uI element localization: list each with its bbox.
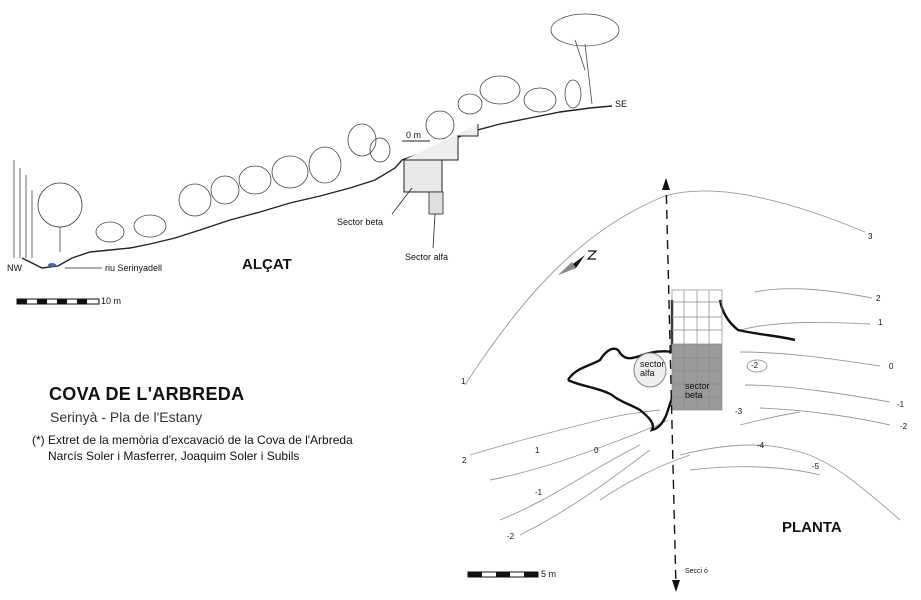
sector-alfa-leader <box>432 213 436 249</box>
plan-scale-label: 5 m <box>541 569 557 579</box>
sector-beta-label: Sector beta <box>337 217 384 227</box>
elevation-scale-bar <box>16 298 100 305</box>
contour-label: 1 <box>461 377 466 386</box>
plan-section <box>464 178 901 592</box>
north-arrow-icon <box>558 250 598 275</box>
contour-label: 2 <box>462 456 467 465</box>
section-arrow-bottom <box>672 580 680 592</box>
terrain-profile <box>21 105 613 269</box>
contour-label: 0 <box>594 446 599 455</box>
plan-title: PLANTA <box>782 519 842 536</box>
contour-label: 1 <box>878 318 883 327</box>
section-line <box>665 179 677 589</box>
contour-label: 3 <box>868 232 873 241</box>
contour-label: -2 <box>507 532 515 541</box>
credit-line-2: Narcís Soler i Masferrer, Joaquim Soler … <box>48 449 300 463</box>
section-arrow-top <box>662 178 670 190</box>
contour-label: -1 <box>535 488 543 497</box>
contour-label: -1 <box>897 400 905 409</box>
excavation-grid <box>671 289 723 411</box>
sector-beta-leader <box>391 187 413 215</box>
elevation-section <box>13 13 620 305</box>
sector-beta-block <box>403 159 443 193</box>
label-se: SE <box>615 99 628 109</box>
river-mark <box>48 263 56 267</box>
sector-alfa-label: Sector alfa <box>405 252 449 262</box>
vegetation <box>13 13 620 258</box>
contour-label: -5 <box>812 462 820 471</box>
contour-label: 1 <box>535 446 540 455</box>
contour-label: -3 <box>735 407 743 416</box>
plan-sector-beta-label: sector beta <box>685 381 710 401</box>
plan-sector-alfa-label: sector alfa <box>640 359 665 379</box>
elevation-title: ALÇAT <box>242 256 292 273</box>
contour-label: 2 <box>876 294 881 303</box>
sector-alfa-area <box>633 352 667 388</box>
sector-alfa-block <box>428 191 444 215</box>
cave-outline <box>566 299 796 432</box>
site-title: COVA DE L'ARBREDA <box>49 384 245 404</box>
contour-label: -2 <box>751 361 759 370</box>
contour-label: 0 <box>889 362 894 371</box>
contour-label: -2 <box>900 422 908 431</box>
zero-label: 0 m <box>406 130 422 140</box>
contour-lines <box>464 190 901 536</box>
plan-scale-bar <box>467 571 539 578</box>
river-label: riu Serinyadell <box>105 263 163 273</box>
site-subtitle: Serinyà - Pla de l'Estany <box>50 409 203 425</box>
label-nw: NW <box>7 263 22 273</box>
section-label: Secci ó <box>685 568 708 575</box>
contour-label: -4 <box>757 441 765 450</box>
elevation-scale-label: 10 m <box>101 296 122 306</box>
credit-line-1: (*) Extret de la memòria d'excavació de … <box>32 433 353 447</box>
